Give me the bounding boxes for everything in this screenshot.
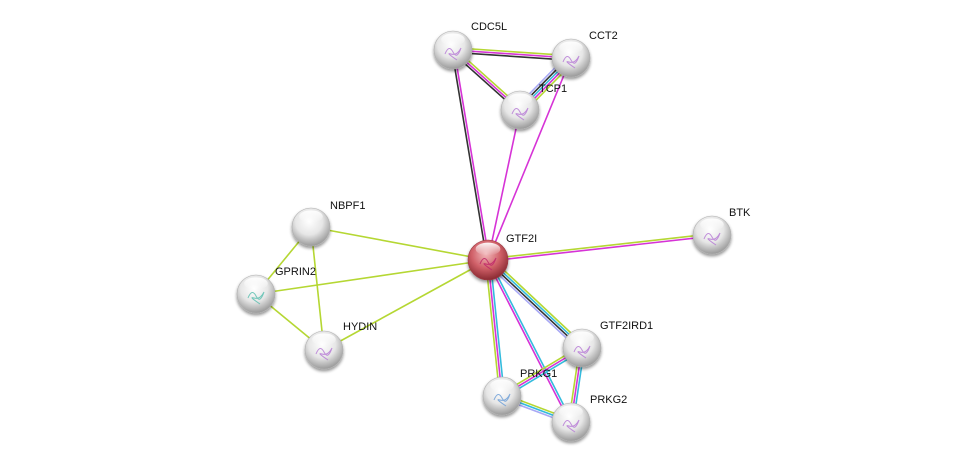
node-label: GTF2IRD1: [600, 320, 653, 332]
node-label: NBPF1: [330, 200, 365, 212]
edge-evidence-experiments: [487, 57, 572, 261]
node-highlight: [700, 218, 724, 231]
edge-cdc5l-cct2[interactable]: [452, 46, 572, 62]
node-hydin[interactable]: HYDIN: [304, 321, 377, 370]
edge-gtf2i-prkg1[interactable]: [484, 259, 506, 397]
edge-evidence-textmining: [489, 256, 585, 347]
node-label: GTF2I: [506, 233, 537, 245]
edge-evidence-textmining: [487, 233, 712, 260]
node-nbpf1[interactable]: NBPF1: [291, 200, 365, 247]
edge-cct2-gtf2i[interactable]: [487, 57, 572, 261]
protein-structure-icon: [511, 107, 529, 121]
node-gtf2i[interactable]: GTF2I: [467, 233, 537, 281]
protein-structure-icon: [562, 55, 580, 69]
edge-evidence-textmining: [453, 46, 572, 57]
node-highlight: [490, 379, 514, 392]
edge-evidence-coexpression: [486, 260, 582, 350]
node-highlight: [570, 331, 594, 344]
edge-evidence-textmining: [255, 259, 489, 295]
node-label: HYDIN: [343, 321, 377, 333]
edge-evidence-experiments: [453, 49, 490, 260]
edge-evidence-experiments: [452, 49, 572, 59]
node-label: PRKG1: [520, 368, 557, 380]
node-highlight: [312, 333, 336, 346]
edge-evidence-experiments: [488, 235, 713, 262]
edge-evidence-coexpression: [451, 50, 488, 261]
node-highlight: [559, 41, 583, 54]
node-label: PRKG2: [590, 394, 627, 406]
node-highlight: [441, 33, 465, 46]
node-label: BTK: [729, 207, 751, 219]
node-prkg1[interactable]: PRKG1: [482, 368, 557, 416]
node-highlight: [299, 210, 323, 223]
edge-evidence-textmining: [323, 259, 489, 351]
edge-gtf2i-prkg2[interactable]: [486, 259, 573, 423]
edge-evidence-experiments: [486, 260, 571, 423]
node-label: CCT2: [589, 30, 618, 42]
edge-tcp1-gtf2i[interactable]: [487, 109, 521, 261]
node-cdc5l[interactable]: CDC5L: [433, 21, 507, 70]
edge-evidence-homology: [485, 261, 581, 352]
node-highlight: [244, 277, 268, 290]
edge-evidence-textmining: [484, 260, 501, 397]
edge-btk-gtf2i[interactable]: [487, 233, 713, 262]
node-label: GPRIN2: [275, 266, 316, 278]
edge-evidence-database: [488, 259, 573, 422]
edge-evidence-textmining: [310, 226, 325, 351]
edge-evidence-textmining: [310, 226, 489, 261]
protein-structure-icon: [315, 347, 333, 361]
node-gprin2[interactable]: GPRIN2: [236, 266, 316, 314]
protein-structure-icon: [247, 291, 265, 305]
protein-structure-icon: [573, 345, 591, 359]
edge-evidence-experiments: [487, 109, 521, 261]
edge-nbpf1-gtf2i[interactable]: [310, 226, 489, 261]
node-cct2[interactable]: CCT2: [551, 30, 618, 78]
edge-evidence-database: [488, 258, 584, 348]
protein-structure-icon: [703, 232, 721, 246]
edge-cdc5l-gtf2i[interactable]: [451, 49, 490, 261]
protein-structure-icon: [444, 47, 462, 61]
node-highlight: [559, 405, 583, 418]
edge-hydin-gtf2i[interactable]: [323, 259, 489, 351]
node-prkg2[interactable]: PRKG2: [551, 394, 627, 442]
node-label: TCP1: [539, 83, 567, 95]
protein-structure-icon: [562, 419, 580, 433]
node-tcp1[interactable]: TCP1: [500, 83, 567, 130]
protein-structure-icon: [493, 393, 511, 407]
node-label: CDC5L: [471, 21, 507, 33]
edge-nbpf1-hydin[interactable]: [310, 226, 325, 351]
edge-gprin2-gtf2i[interactable]: [255, 259, 489, 295]
protein-structure-icon: [479, 257, 497, 271]
node-highlight: [508, 93, 532, 106]
edge-gtf2i-gtf2ird1[interactable]: [485, 256, 585, 352]
edge-evidence-database: [489, 259, 506, 396]
edge-evidence-experiments: [487, 259, 503, 397]
edge-evidence-coexpression: [452, 51, 571, 62]
node-btk[interactable]: BTK: [692, 207, 751, 255]
node-gtf2ird1[interactable]: GTF2IRD1: [562, 320, 653, 368]
node-highlight: [475, 242, 501, 256]
